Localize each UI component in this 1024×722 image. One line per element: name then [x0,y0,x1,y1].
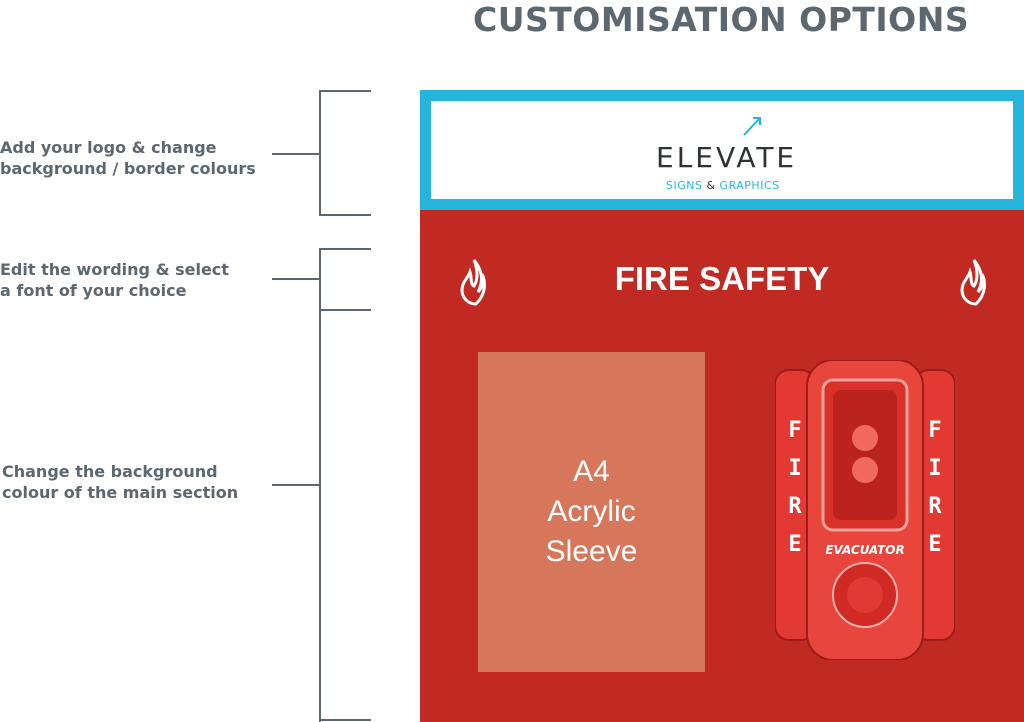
annotation-background-line1: Change the background [2,462,218,481]
annotation-background-line2: colour of the main section [2,483,239,502]
logo-tagline: SIGNS & GRAPHICS [666,179,780,192]
connector-line [272,278,320,280]
logo-tagline-left: SIGNS [666,179,703,192]
acrylic-sleeve: A4 Acrylic Sleeve [478,352,705,672]
sign-main-panel: FIRE SAFETY A4 Acrylic Sleeve EVACUATOR … [420,210,1024,722]
sleeve-line3: Sleeve [545,535,638,568]
side-letters-right: F I R E [923,412,947,564]
sleeve-line1: A4 [573,455,610,488]
annotation-logo-line1: Add your logo & change [0,138,217,157]
logo-arrow-icon [743,117,761,136]
side-letters-left: F I R E [783,412,807,564]
device-label: EVACUATOR [825,543,905,557]
bracket-line [319,719,371,721]
side-letter: I [788,456,802,481]
side-letter: F [928,418,942,443]
evacuator-alarm-device: EVACUATOR F I R E F I R E [775,360,955,660]
bracket-line [319,214,371,216]
annotation-wording-line1: Edit the wording & select [0,260,229,279]
bracket-line [319,248,321,310]
side-letter: E [928,532,942,557]
logo-tagline-amp: & [706,179,716,192]
annotation-wording-line2: a font of your choice [0,281,187,300]
side-letter: R [788,494,802,519]
logo-tagline-right: GRAPHICS [719,179,780,192]
annotation-wording: Edit the wording & select a font of your… [0,259,229,301]
bracket-line [319,309,371,311]
page-title: CUSTOMISATION OPTIONS [473,0,970,39]
annotation-background: Change the background colour of the main… [2,461,238,503]
alarm-body-icon [775,360,955,660]
connector-line [272,153,320,155]
annotation-logo: Add your logo & change background / bord… [0,137,256,179]
side-letter: I [928,456,942,481]
sleeve-line2: Acrylic [547,495,636,528]
bracket-line [319,90,321,216]
annotation-logo-line2: background / border colours [0,159,256,178]
sign-title: FIRE SAFETY [614,260,830,297]
side-letter: E [788,532,802,557]
flame-icon [960,259,986,306]
side-letter: F [788,418,802,443]
bracket-line [319,309,321,722]
connector-line [272,484,320,486]
logo-wordmark: ELEVATE [656,141,798,174]
flame-icon [460,259,486,306]
sign-header-panel: ELEVATE SIGNS & GRAPHICS [420,90,1024,210]
bracket-line [319,90,371,92]
bracket-line [319,248,371,250]
side-letter: R [928,494,942,519]
